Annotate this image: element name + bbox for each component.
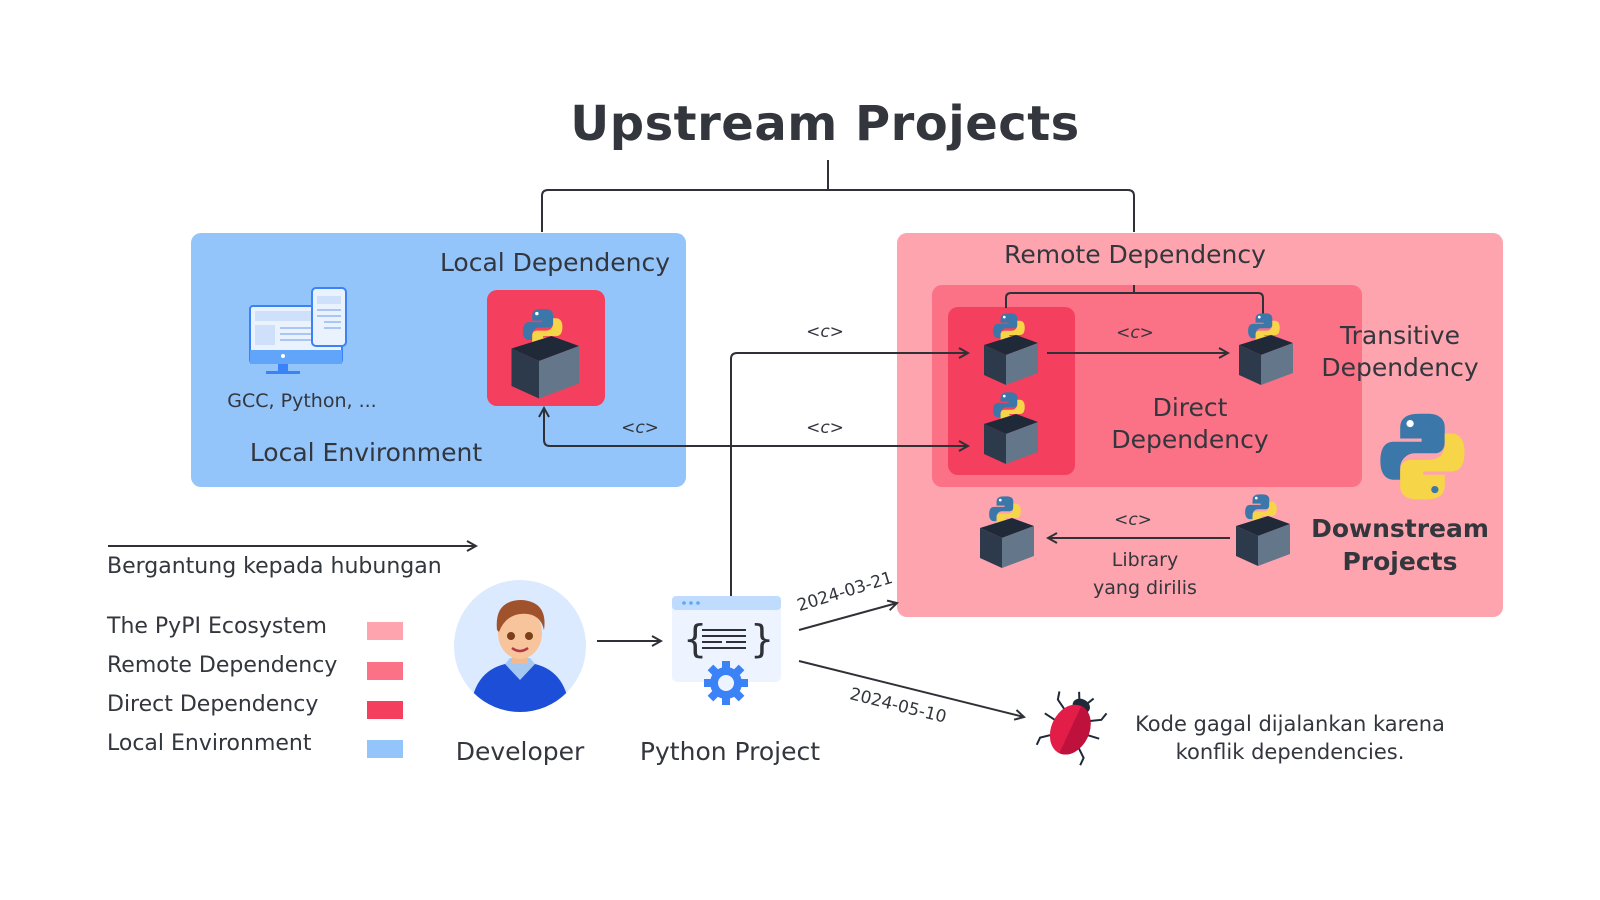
transitive-dependency-label: Transitive Dependency [1300, 320, 1500, 384]
direct-dependency-package-icon-1 [984, 313, 1038, 385]
developer-label: Developer [455, 737, 585, 766]
svg-text:}: } [750, 617, 774, 661]
legend-swatch-remote [367, 662, 403, 680]
remote-dependency-label: Remote Dependency [1004, 240, 1266, 269]
svg-text:{: { [683, 617, 707, 661]
legend-item-local: Local Environment [107, 731, 312, 756]
legend-item-direct: Direct Dependency [107, 692, 319, 717]
transitive-dependency-package-icon [1239, 313, 1293, 385]
failure-message: Kode gagal dijalankan karena konflik dep… [1120, 710, 1460, 766]
released-library-label: Library yang dirilis [1060, 546, 1230, 602]
project-to-bug-arrow [798, 660, 1024, 717]
constraint-label-direct-2: <c> [806, 418, 844, 438]
python-project-label: Python Project [639, 737, 821, 766]
released-library-line2: yang dirilis [1093, 577, 1197, 599]
bug-icon [1035, 691, 1108, 766]
direct-dependency-label: Direct Dependency [1070, 392, 1310, 456]
downstream-label-line2: Projects [1342, 547, 1458, 576]
local-tools-label: GCC, Python, ... [227, 390, 377, 412]
failure-message-line2: konflik dependencies. [1175, 740, 1405, 764]
project-trunk-line [730, 353, 968, 598]
local-dependency-package-icon [512, 309, 580, 399]
devices-icon [249, 287, 347, 374]
transitive-dependency-label-line1: Transitive [1340, 321, 1460, 350]
diagram-title: Upstream Projects [570, 96, 1080, 152]
remote-bracket [1005, 285, 1264, 318]
released-library-package-icon [980, 496, 1034, 568]
developer-avatar [454, 580, 586, 712]
legend-item-pypi: The PyPI Ecosystem [107, 614, 327, 639]
upstream-bracket [541, 160, 1135, 232]
failure-message-line1: Kode gagal dijalankan karena [1135, 712, 1445, 736]
project-to-pypi-arrow [798, 603, 897, 631]
downstream-package-icon [1236, 494, 1290, 566]
released-library-line1: Library [1111, 549, 1179, 571]
python-project-icon: { } [672, 596, 781, 705]
transitive-dependency-label-line2: Dependency [1321, 353, 1479, 382]
downstream-label-line1: Downstream [1311, 514, 1489, 543]
legend-swatch-local [367, 740, 403, 758]
constraint-label-downstream: <c> [1114, 510, 1152, 530]
constraint-label-local: <c> [621, 418, 659, 438]
to-local-dep-line [544, 408, 731, 447]
constraint-label-direct-1: <c> [806, 322, 844, 342]
legend-swatch-direct [367, 701, 403, 719]
python-logo-icon [1380, 413, 1465, 500]
direct-dependency-label-line1: Direct [1152, 393, 1228, 422]
legend-swatch-pypi [367, 622, 403, 640]
constraint-label-transitive: <c> [1116, 323, 1154, 343]
legend-arrow-caption: Bergantung kepada hubungan [107, 554, 442, 579]
direct-dependency-label-line2: Dependency [1111, 425, 1269, 454]
legend-item-remote: Remote Dependency [107, 653, 338, 678]
local-environment-label: Local Environment [249, 438, 483, 467]
downstream-projects-label: Downstream Projects [1290, 512, 1510, 578]
local-dependency-label: Local Dependency [439, 248, 671, 277]
direct-dependency-package-icon-2 [984, 392, 1038, 464]
